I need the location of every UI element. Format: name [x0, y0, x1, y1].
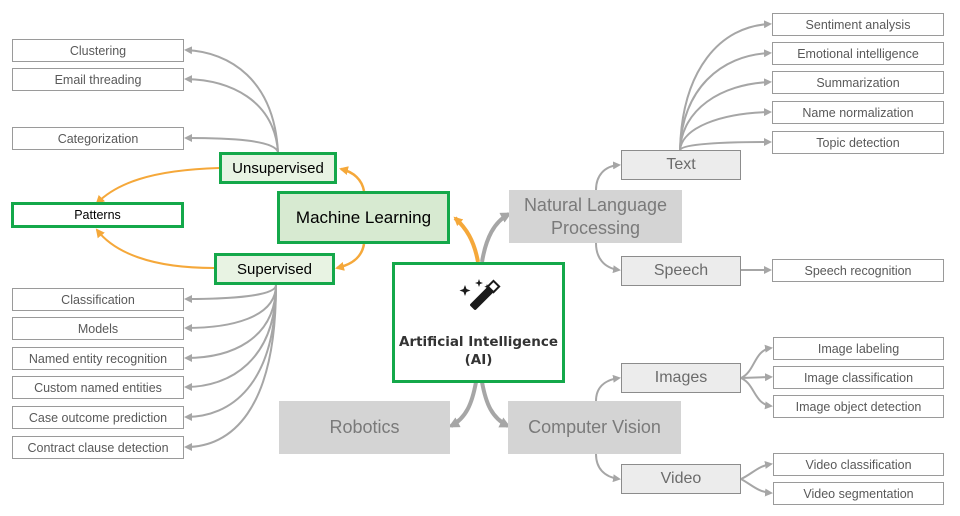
speech-node: Speech — [621, 256, 741, 286]
leaf-named-entity-recognition: Named entity recognition — [12, 347, 184, 370]
leaf-case-outcome-prediction: Case outcome prediction — [12, 406, 184, 429]
nlp-label-line1: Natural Language — [523, 194, 668, 215]
magic-wand-icon — [459, 278, 501, 310]
leaf-image-labeling: Image labeling — [773, 337, 944, 360]
images-node: Images — [621, 363, 741, 393]
leaf-summarization: Summarization — [772, 71, 944, 94]
leaf-emotional-intelligence: Emotional intelligence — [772, 42, 944, 65]
leaf-classification: Classification — [12, 288, 184, 311]
unsupervised-node: Unsupervised — [219, 152, 337, 184]
robotics-node: Robotics — [279, 401, 450, 454]
ml-to-supervised-arrow — [335, 243, 366, 271]
leaf-email-threading: Email threading — [12, 68, 184, 91]
artificial-intelligence-node: Artificial Intelligence (AI) — [392, 262, 565, 383]
ml-to-unsupervised-arrow — [339, 166, 366, 192]
leaf-image-object-detection: Image object detection — [773, 395, 944, 418]
leaf-clustering: Clustering — [12, 39, 184, 62]
unsupervised-to-patterns-arrow — [95, 167, 220, 205]
ai-title-line2: (AI) — [464, 351, 493, 368]
ai-to-nlp-arrow — [480, 212, 512, 263]
leaf-image-classification: Image classification — [773, 366, 944, 389]
leaf-video-segmentation: Video segmentation — [773, 482, 944, 505]
leaf-sentiment-analysis: Sentiment analysis — [772, 13, 944, 36]
ai-to-ml-arrow — [453, 216, 480, 263]
machine-learning-node: Machine Learning — [277, 191, 450, 244]
leaf-speech-recognition: Speech recognition — [772, 259, 944, 282]
supervised-node: Supervised — [214, 253, 335, 285]
leaf-models: Models — [12, 317, 184, 340]
leaf-video-classification: Video classification — [773, 453, 944, 476]
patterns-node: Patterns — [11, 202, 184, 228]
leaf-categorization: Categorization — [12, 127, 184, 150]
leaf-topic-detection: Topic detection — [772, 131, 944, 154]
supervised-to-patterns-arrow — [95, 228, 215, 269]
computer-vision-node: Computer Vision — [508, 401, 681, 454]
leaf-name-normalization: Name normalization — [772, 101, 944, 124]
video-node: Video — [621, 464, 741, 494]
ai-to-robotics-arrow — [448, 381, 478, 428]
ai-to-cv-arrow — [480, 381, 511, 428]
nlp-node: Natural Language Processing — [509, 190, 682, 243]
text-node: Text — [621, 150, 741, 180]
leaf-contract-clause-detection: Contract clause detection — [12, 436, 184, 459]
nlp-label-line2: Processing — [550, 217, 641, 238]
leaf-custom-named-entities: Custom named entities — [12, 376, 184, 399]
ai-title-line1: Artificial Intelligence — [399, 333, 558, 350]
